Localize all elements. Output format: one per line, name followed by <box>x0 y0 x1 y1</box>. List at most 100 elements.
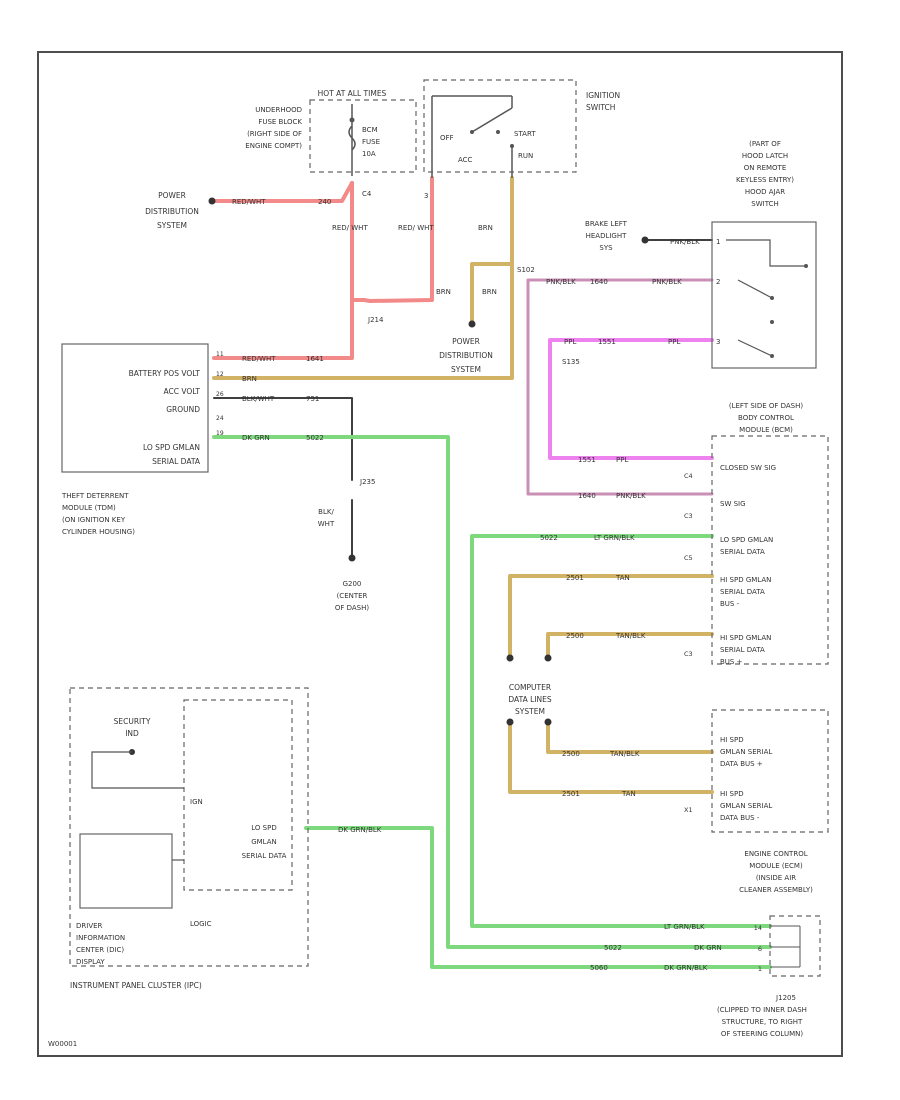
svg-text:TAN: TAN <box>615 574 630 582</box>
wire-grn-tdm <box>212 435 772 949</box>
wire-pnk-hood <box>526 278 714 496</box>
wire-red-feed <box>212 181 354 203</box>
svg-text:LO SPD GMLAN: LO SPD GMLAN <box>720 536 773 544</box>
svg-text:SERIAL DATA: SERIAL DATA <box>720 548 765 556</box>
svg-text:BUS -: BUS - <box>720 600 740 608</box>
svg-text:3: 3 <box>716 338 720 346</box>
svg-text:LO SPD GMLAN: LO SPD GMLAN <box>143 443 200 452</box>
svg-text:CLEANER ASSEMBLY): CLEANER ASSEMBLY) <box>739 886 813 894</box>
svg-text:SYS: SYS <box>599 244 613 252</box>
svg-text:BRAKE LEFT: BRAKE LEFT <box>585 220 628 228</box>
wire-brn-branch <box>470 262 514 324</box>
svg-text:PNK/BLK: PNK/BLK <box>652 278 682 286</box>
svg-text:DATA BUS +: DATA BUS + <box>720 760 763 768</box>
svg-text:(LEFT SIDE OF DASH): (LEFT SIDE OF DASH) <box>729 402 804 410</box>
svg-text:GMLAN: GMLAN <box>251 838 277 846</box>
svg-text:HI SPD: HI SPD <box>720 790 744 798</box>
wire-labels-upper: RED/WHT 240 RED/ WHT RED/ WHT BRN BRN BR… <box>232 198 535 324</box>
svg-text:BRN: BRN <box>436 288 451 296</box>
svg-text:COMPUTER: COMPUTER <box>509 683 551 692</box>
svg-text:DK GRN: DK GRN <box>694 944 722 952</box>
svg-text:2501: 2501 <box>562 790 580 798</box>
svg-text:HI SPD GMLAN: HI SPD GMLAN <box>720 634 771 642</box>
svg-text:IGNITION: IGNITION <box>586 91 620 100</box>
body-control-module: (LEFT SIDE OF DASH) BODY CONTROL MODULE … <box>684 402 829 666</box>
power-distribution-top: POWER DISTRIBUTION SYSTEM <box>145 191 216 230</box>
svg-text:BRN: BRN <box>482 288 497 296</box>
wire-ppl-hood <box>548 338 714 460</box>
ignition-switch: IGNITION SWITCH OFF ACC RUN START 3 <box>423 79 620 200</box>
svg-text:S102: S102 <box>517 266 535 274</box>
wire-labels-tdm: RED/WHT 1641 BRN BLK/WHT 751 DK GRN 5022… <box>242 355 375 486</box>
svg-text:MODULE (TDM): MODULE (TDM) <box>62 504 116 512</box>
svg-text:24: 24 <box>216 415 224 422</box>
svg-text:2: 2 <box>716 278 720 286</box>
svg-text:12: 12 <box>216 371 224 378</box>
svg-text:MODULE (ECM): MODULE (ECM) <box>749 862 803 870</box>
frame-code: W00001 <box>48 1040 77 1048</box>
svg-text:DISPLAY: DISPLAY <box>76 958 105 966</box>
svg-text:ACC VOLT: ACC VOLT <box>164 387 201 396</box>
svg-text:C4: C4 <box>684 472 693 480</box>
svg-text:(PART OF: (PART OF <box>749 140 781 148</box>
svg-text:GMLAN SERIAL: GMLAN SERIAL <box>720 802 772 810</box>
svg-text:GMLAN SERIAL: GMLAN SERIAL <box>720 748 772 756</box>
svg-text:BODY CONTROL: BODY CONTROL <box>738 414 794 422</box>
svg-text:CLOSED SW SIG: CLOSED SW SIG <box>720 464 776 472</box>
svg-text:BUS +: BUS + <box>720 658 743 666</box>
svg-text:MODULE (BCM): MODULE (BCM) <box>739 426 793 434</box>
svg-text:ENGINE COMPT): ENGINE COMPT) <box>245 142 302 150</box>
svg-text:1: 1 <box>758 965 762 973</box>
computer-data-lines: COMPUTER DATA LINES SYSTEM <box>506 654 552 726</box>
brake-left-headlight: BRAKE LEFT HEADLIGHT SYS <box>585 220 649 252</box>
svg-text:SWITCH: SWITCH <box>751 200 778 208</box>
svg-text:LOGIC: LOGIC <box>190 920 212 928</box>
svg-text:J214: J214 <box>367 316 384 324</box>
svg-text:PNK/BLK: PNK/BLK <box>546 278 576 286</box>
svg-text:(RIGHT SIDE OF: (RIGHT SIDE OF <box>247 130 302 138</box>
ground-icon <box>348 554 356 562</box>
engine-control-module: HI SPD GMLAN SERIAL DATA BUS + HI SPD GM… <box>684 709 829 894</box>
wire-grn-ipc <box>304 826 772 969</box>
svg-text:SW SIG: SW SIG <box>720 500 746 508</box>
svg-text:DATA BUS -: DATA BUS - <box>720 814 760 822</box>
ground-g200: BLK/ WHT G200 (CENTER OF DASH) <box>318 508 370 612</box>
svg-text:C3: C3 <box>684 512 693 520</box>
svg-text:PPL: PPL <box>668 338 680 346</box>
svg-text:CYLINDER HOUSING): CYLINDER HOUSING) <box>62 528 135 536</box>
svg-text:HEADLIGHT: HEADLIGHT <box>586 232 628 240</box>
svg-text:BLK/: BLK/ <box>318 508 334 516</box>
svg-text:STRUCTURE, TO RIGHT: STRUCTURE, TO RIGHT <box>722 1018 803 1026</box>
svg-text:IND: IND <box>125 729 139 738</box>
svg-text:SECURITY: SECURITY <box>114 717 151 726</box>
svg-text:2500: 2500 <box>562 750 580 758</box>
svg-text:PNK/BLK: PNK/BLK <box>670 238 700 246</box>
diagram-frame <box>37 51 843 1057</box>
svg-text:1640: 1640 <box>578 492 596 500</box>
svg-text:WHT: WHT <box>318 520 335 528</box>
svg-text:OFF: OFF <box>440 134 454 142</box>
wire-tan-bcm2 <box>546 632 714 658</box>
svg-text:SYSTEM: SYSTEM <box>515 707 545 716</box>
svg-text:FUSE: FUSE <box>362 138 380 146</box>
wire-labels-ecm: 2500 TAN/BLK 2501 TAN <box>562 750 640 798</box>
svg-text:19: 19 <box>216 430 224 437</box>
svg-text:PPL: PPL <box>616 456 628 464</box>
dic-display-icon <box>79 833 173 909</box>
hot-at-all-times: HOT AT ALL TIMES <box>318 89 387 98</box>
svg-text:ACC: ACC <box>458 156 473 164</box>
svg-text:OF STEERING COLUMN): OF STEERING COLUMN) <box>721 1030 803 1038</box>
svg-text:ENGINE CONTROL: ENGINE CONTROL <box>744 850 807 858</box>
svg-text:IGN: IGN <box>190 798 203 806</box>
svg-text:RUN: RUN <box>518 152 533 160</box>
svg-text:DATA LINES: DATA LINES <box>508 695 551 704</box>
svg-text:KEYLESS ENTRY): KEYLESS ENTRY) <box>736 176 794 184</box>
svg-text:BRN: BRN <box>242 375 257 383</box>
svg-text:LT GRN/BLK: LT GRN/BLK <box>594 534 635 542</box>
svg-text:SERIAL DATA: SERIAL DATA <box>720 646 765 654</box>
wire-tan-ecm1 <box>546 720 714 754</box>
switch-contact-icon <box>737 279 773 299</box>
wire-labels-hood: PNK/BLK PNK/BLK 1640 PNK/BLK PPL 1551 PP… <box>546 238 700 366</box>
svg-text:SYSTEM: SYSTEM <box>451 365 481 374</box>
